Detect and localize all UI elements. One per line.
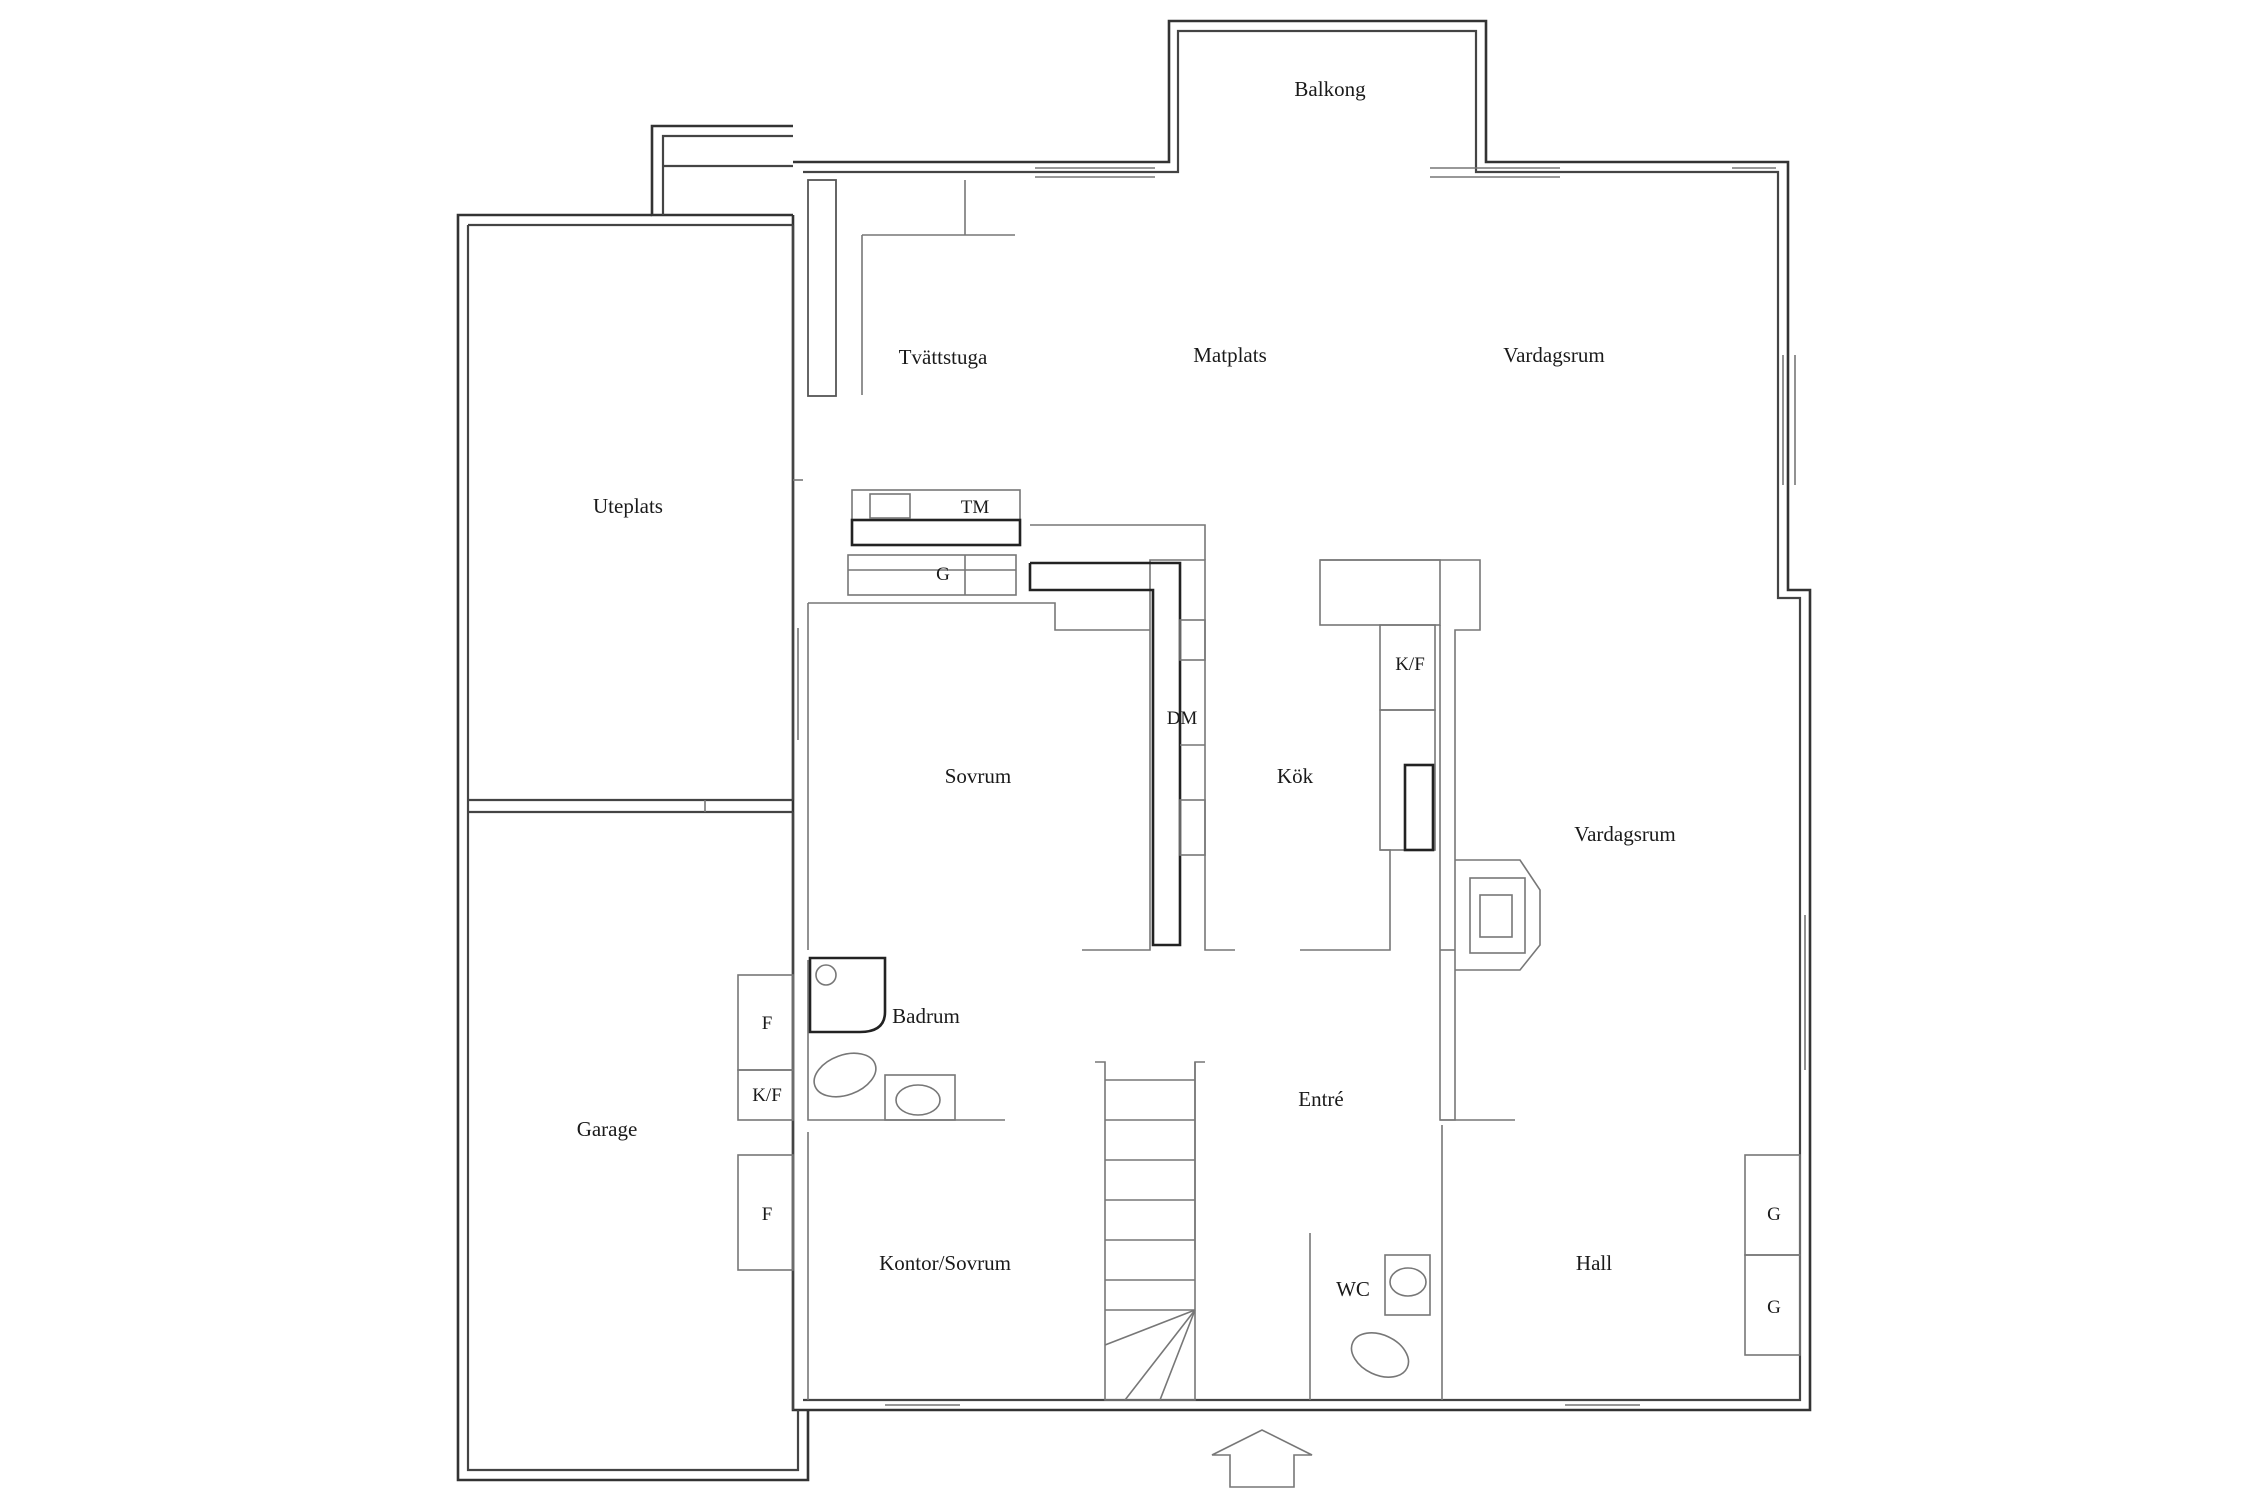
room-label-kontor: Kontor/Sovrum bbox=[879, 1251, 1011, 1275]
entrance-arrow-icon bbox=[1211, 1429, 1313, 1488]
room-label-garage: Garage bbox=[577, 1117, 638, 1141]
room-label-matplats: Matplats bbox=[1193, 343, 1267, 367]
fixture-label-f-lower: F bbox=[762, 1204, 773, 1225]
fixture-labels: TM G DM K/F F K/F F G G bbox=[752, 497, 1781, 1318]
fixture-label-kf-garage: K/F bbox=[752, 1085, 782, 1106]
room-label-balkong: Balkong bbox=[1294, 77, 1366, 101]
fixture-label-g-laundry: G bbox=[936, 564, 950, 585]
fixture-label-tm: TM bbox=[961, 497, 990, 518]
room-label-wc: WC bbox=[1336, 1277, 1370, 1301]
room-label-hall: Hall bbox=[1576, 1251, 1612, 1275]
fixture-label-g-hall-2: G bbox=[1767, 1297, 1781, 1318]
fixture-label-f-upper: F bbox=[762, 1013, 773, 1034]
fixture-label-dm: DM bbox=[1167, 708, 1198, 729]
room-labels: Balkong Tvättstuga Matplats Vardagsrum U… bbox=[577, 77, 1676, 1301]
fixture-label-g-hall-1: G bbox=[1767, 1204, 1781, 1225]
windows bbox=[797, 167, 1806, 1406]
stairs bbox=[1104, 1062, 1196, 1401]
room-label-badrum: Badrum bbox=[892, 1004, 960, 1028]
room-label-sovrum: Sovrum bbox=[945, 764, 1012, 788]
fixture-label-kf-kitchen: K/F bbox=[1395, 654, 1425, 675]
room-label-tvattstuga: Tvättstuga bbox=[899, 345, 988, 369]
room-label-uteplats: Uteplats bbox=[593, 494, 663, 518]
room-label-kok: Kök bbox=[1277, 764, 1314, 788]
room-label-entre: Entré bbox=[1298, 1087, 1343, 1111]
room-label-vardagsrum-top: Vardagsrum bbox=[1503, 343, 1604, 367]
interior-walls bbox=[737, 179, 1801, 1401]
exterior-walls bbox=[456, 19, 1812, 1482]
room-label-vardagsrum-mid: Vardagsrum bbox=[1574, 822, 1675, 846]
